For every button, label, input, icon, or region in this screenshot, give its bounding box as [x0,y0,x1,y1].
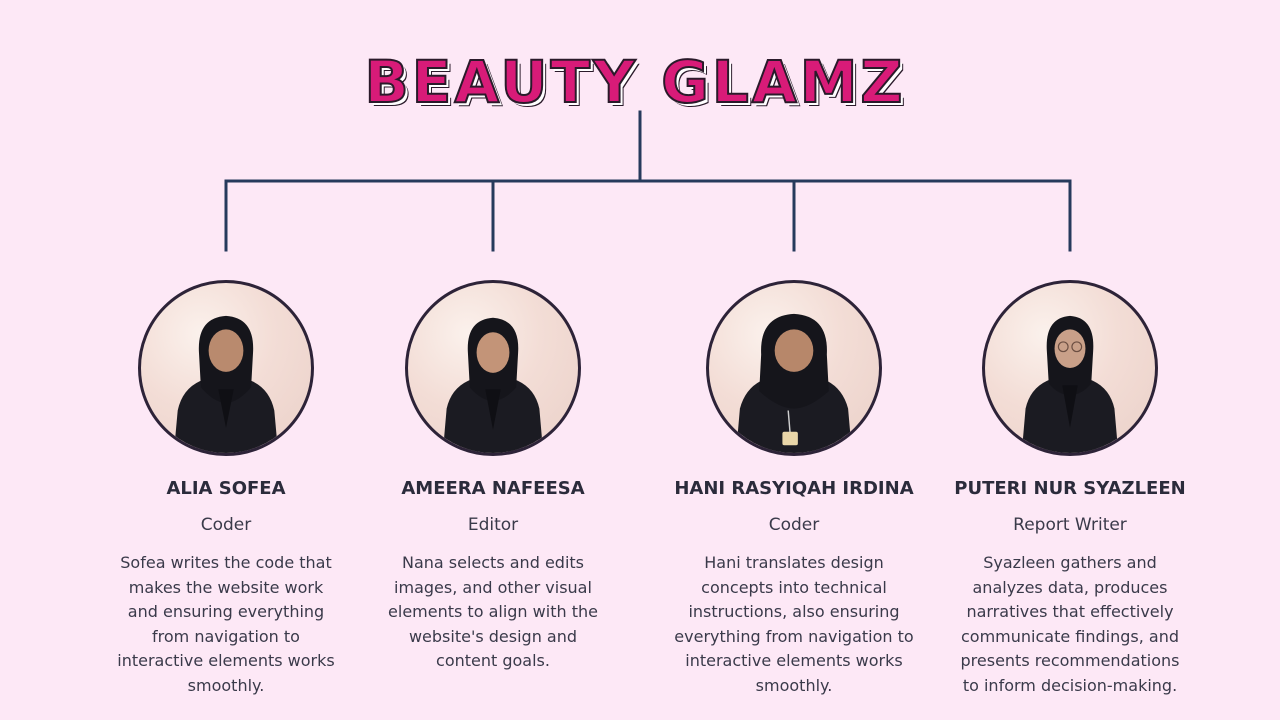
member-role: Editor [467,515,519,535]
member-name: ALIA SOFEA [166,478,286,499]
member-card-hani: HANI RASYIQAH IRDINA Coder Hani translat… [664,280,924,699]
person-icon [173,315,279,453]
member-card-ameera: AMEERA NAFEESA Editor Nana selects and e… [363,280,623,674]
member-card-puteri: PUTERI NUR SYAZLEEN Report Writer Syazle… [940,280,1200,699]
member-role: Report Writer [1013,515,1127,535]
member-photo [405,280,581,456]
member-description: Hani translates design concepts into tec… [674,553,914,695]
person-icon [736,313,852,453]
member-name: HANI RASYIQAH IRDINA [674,478,914,499]
member-role: Coder [200,515,252,535]
member-photo [138,280,314,456]
org-connector-lines [224,110,1072,252]
member-photo [706,280,882,456]
page-title: BEAUTY GLAMZ [363,47,906,117]
member-name: PUTERI NUR SYAZLEEN [954,478,1186,499]
member-description: Sofea writes the code that makes the web… [117,553,335,695]
member-role: Coder [768,515,820,535]
member-description: Nana selects and edits images, and other… [388,553,598,671]
person-icon [1021,315,1119,453]
member-description: Syazleen gathers and analyzes data, prod… [960,553,1180,695]
member-photo [982,280,1158,456]
member-card-alia: ALIA SOFEA Coder Sofea writes the code t… [96,280,356,699]
member-name: AMEERA NAFEESA [401,478,585,499]
person-icon [442,317,544,453]
